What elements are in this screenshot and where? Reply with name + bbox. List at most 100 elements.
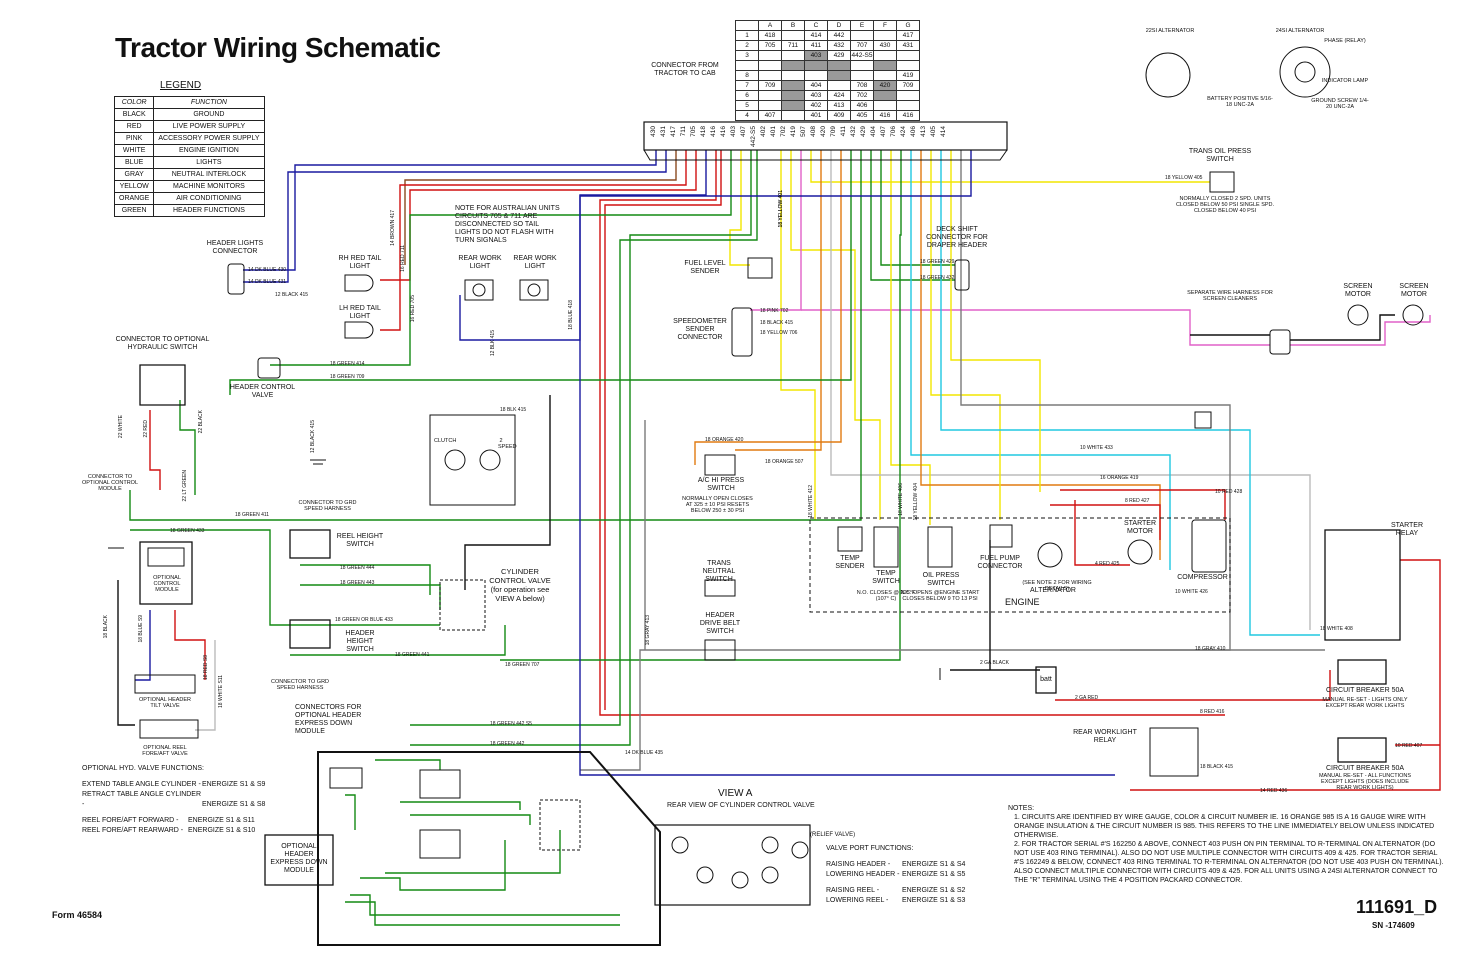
connector-pin: 419 [790,126,797,137]
wire-label: 18 GREEN 442 [490,741,525,747]
wire-green-411 [129,150,862,521]
conn-cell: 407 [758,110,782,121]
wire-inset-444 [400,801,521,810]
wire-red-416-a [599,150,1225,716]
wire-label: 18 YELLOW 404 [913,483,919,521]
conn-cell [735,60,759,71]
wire-inset-411 [375,759,441,770]
wire-label: 22 LT GREEN [182,470,188,502]
engine-box [809,517,1231,613]
screen-motor-2: SCREEN MOTOR [1399,283,1429,298]
wire-green-432 [870,150,955,281]
alternator-label: ALTERNATOR [1030,587,1076,594]
conn-cell [758,100,782,111]
clutch-label: CLUTCH [434,438,457,444]
grd-conn-label: CONNECTOR TO GRD SPEED HARNESS [298,500,357,512]
conn-cell: 2 [735,40,759,51]
wire-blue-s9 [135,610,151,681]
conn-cell [781,70,805,81]
wire-black-415-b [1290,314,1395,341]
conn-cell: 403 [804,50,828,61]
wire-brown-417 [404,150,677,265]
wire-red-711 [380,150,687,331]
wire-red-436 [1130,559,1441,791]
wire-label: 16 RED 711 [400,245,406,272]
wire-label: 10 WHITE 426 [1175,589,1208,595]
wire-red-416-b [604,150,722,710]
form-number: Form 46584 [52,910,103,920]
cb1-label: CIRCUIT BREAKER 50A [1325,687,1405,694]
conn-cell [873,60,897,71]
opt-control-label: OPTIONAL CONTROL MODULE [153,575,181,593]
wire-label: 2 GA RED [1075,695,1099,701]
wire-yellow-404 [890,150,931,525]
wire-label: 18 WHITE 408 [1320,626,1353,632]
connector-pin: 418 [700,126,707,137]
opt-reel-label: OPTIONAL REEL FORE/AFT VALVE [142,745,188,757]
wire-green-707 [500,150,902,661]
wire-red-427 [1050,504,1161,540]
wire-label: 10 WHITE 433 [1080,445,1113,451]
screen-motor-1: SCREEN MOTOR [1343,283,1373,298]
wire-pink-702-c [1290,315,1431,346]
conn-cell: 1 [735,30,759,41]
conn-cell: 709 [758,80,782,91]
wire-label: 12 BLACK 415 [275,292,309,298]
wire-black-opt [117,580,135,726]
wire-label: 18 BLACK 415 [1200,764,1234,770]
wire-green-414 [270,150,732,366]
wire-label: 18 GREEN 429 [920,259,955,265]
connector-pin: 403 [730,126,737,137]
wire-red-705 [380,150,697,281]
wire-inset-433 [345,794,356,830]
cb1-note: MANUAL RE-SET - LIGHTS ONLY EXCEPT REAR … [1322,697,1408,709]
conn-cell [896,60,920,71]
oil-note: N.C. OPENS @ENGINE START CLOSES BELOW 9 … [900,590,980,602]
speedometer-label: SPEEDOMETER SENDER CONNECTOR [673,318,727,341]
wire-label: 2 GA BLACK [980,660,1009,666]
connector-pin: 442-S5 [750,126,757,147]
valve-port-functions: VALVE PORT FUNCTIONS: RAISING HEADER -EN… [826,845,966,904]
battery-label: batt [1040,676,1052,683]
conn-cell: 6 [735,90,759,101]
connector-pin: 401 [770,126,777,137]
wire-label: 18 YELLOW 706 [760,330,798,336]
australian-note: NOTE FOR AUSTRALIAN UNITS CIRCUITS 705 &… [455,205,560,244]
wire-orange-420 [694,150,842,465]
wire-blue-431 [243,150,667,283]
connector-pin: 702 [780,126,787,137]
conn-cell: 404 [804,80,828,91]
alt-24si-label: 24SI ALTERNATOR [1275,28,1325,34]
wire-green-441 [290,625,506,656]
ac-switch-label: A/C HI PRESS SWITCH [697,477,745,492]
conn-cell [850,60,874,71]
wire-label: 18 GREEN 707 [505,662,540,668]
conn-cell: 708 [850,80,874,91]
relief-valve-label: (RELIEF VALVE) [810,832,856,838]
wire-label: 12 BLACK 415 [310,420,316,454]
conn-cell [758,60,782,71]
conn-cell [781,60,805,71]
connector-pin: 705 [690,126,697,137]
wire-label: 18 GREEN 443 [340,580,375,586]
compressor-label: COMPRESSOR [1177,574,1228,581]
grd-conn-label-2: CONNECTOR TO GRD SPEED HARNESS [270,679,330,691]
wire-label: 18 GREEN 432 [920,275,955,281]
conn-cell [896,90,920,101]
connector-pin: 429 [860,126,867,137]
reel-height-label: REEL HEIGHT SWITCH [336,533,384,548]
conn-cell [781,80,805,91]
conn-cell: 7 [735,80,759,91]
indicator-label: INDICATOR LAMP [1321,78,1369,84]
connector-pin: 402 [760,126,767,137]
ground-screw-label: GROUND SCREW 1/4-20 UNC-2A [1311,98,1369,110]
wire-label: 14 RED 436 [1260,788,1288,794]
connector-pin: 406 [910,126,917,137]
wire-black-415-c [464,395,551,590]
wire-white-408 [830,150,1311,630]
conn-cell: 411 [804,40,828,51]
connector-pin: 709 [830,126,837,137]
serial-number: SN -174609 [1372,921,1415,930]
connector-pin: 424 [900,126,907,137]
